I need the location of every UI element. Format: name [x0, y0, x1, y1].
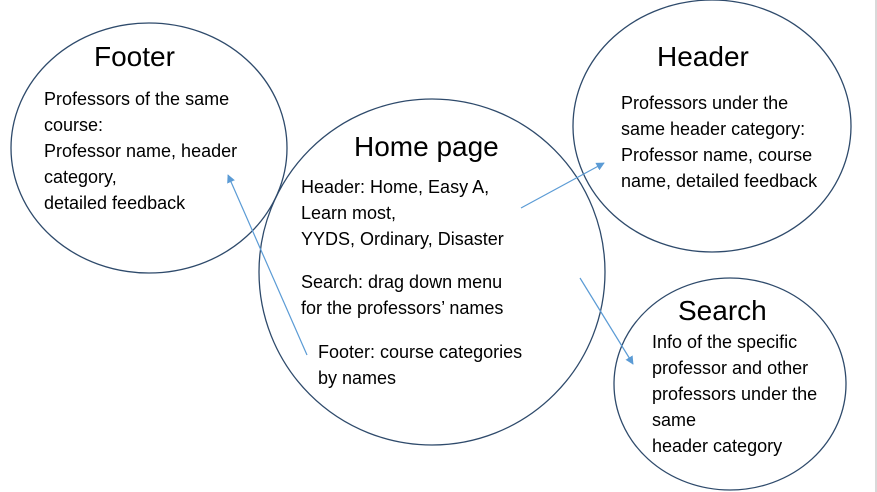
home-page-title: Home page	[354, 131, 499, 162]
home-header-line-2: Learn most,	[301, 203, 397, 223]
search-line-5: header category	[652, 436, 783, 456]
slide-edge	[875, 0, 877, 492]
home-header-line-3: YYDS, Ordinary, Disaster	[301, 229, 504, 249]
arrow-home-to-search	[579, 277, 634, 365]
footer-line-4: category,	[44, 167, 117, 187]
search-line-2: professor and other	[652, 358, 809, 378]
search-line-1: Info of the specific	[652, 332, 798, 352]
footer-circle	[10, 22, 288, 274]
footer-line-2: course:	[44, 115, 104, 135]
arrow-home-to-header	[520, 162, 605, 209]
home-footer-line-1: Footer: course categories	[318, 342, 523, 362]
footer-line-5: detailed feedback	[44, 193, 186, 213]
header-line-1: Professors under the	[621, 93, 789, 113]
footer-title: Footer	[94, 41, 175, 72]
arrow-home-to-footer	[227, 174, 308, 356]
header-line-2: same header category:	[621, 119, 806, 139]
footer-line-3: Professor name, header	[44, 141, 238, 161]
header-title: Header	[657, 41, 749, 72]
header-line-3: Professor name, course	[621, 145, 813, 165]
search-title: Search	[678, 295, 767, 326]
search-circle	[613, 277, 847, 491]
home-search-line-1: Search: drag down menu	[301, 272, 503, 292]
home-footer-line-2: by names	[318, 368, 397, 388]
header-circle	[572, 0, 852, 253]
home-page-circle	[258, 98, 606, 446]
home-header-line-1: Header: Home, Easy A,	[301, 177, 490, 197]
search-line-3: professors under the	[652, 384, 818, 404]
header-line-4: name, detailed feedback	[621, 171, 818, 191]
footer-line-1: Professors of the same	[44, 89, 230, 109]
home-search-line-2: for the professors’ names	[301, 298, 504, 318]
search-line-4: same	[652, 410, 697, 430]
